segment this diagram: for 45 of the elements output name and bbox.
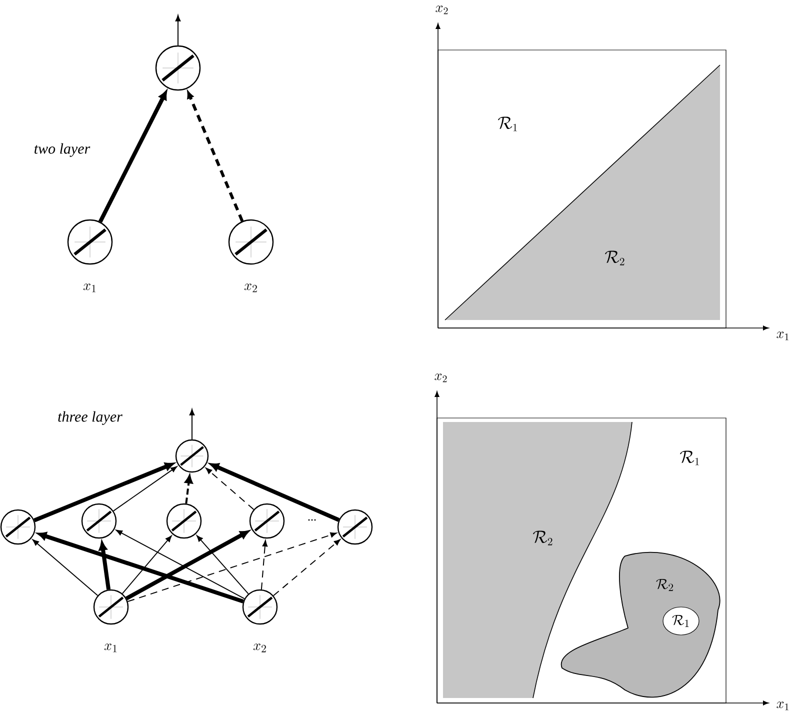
axis-label: $x_2$	[436, 6, 448, 14]
arrow	[260, 540, 268, 590]
arrow	[98, 542, 111, 590]
region-label: $\mathcal{R}_1$	[680, 450, 699, 466]
neuron-circle	[242, 589, 278, 625]
neuron-circle	[155, 45, 201, 91]
neuron-circle	[0, 509, 36, 545]
ellipsis-label: ...	[308, 519, 316, 521]
region-label: $\mathcal{R}_2$	[605, 250, 624, 266]
arrow	[175, 14, 181, 46]
axis-label: $x_2$	[434, 374, 447, 382]
region-label: $\mathcal{R}_1$	[498, 116, 517, 132]
neuron-circle	[67, 219, 113, 265]
neuron-circle	[175, 439, 209, 473]
layer-label: two layer	[34, 143, 90, 157]
arrow	[184, 474, 193, 504]
arrow	[32, 539, 98, 596]
neuron-circle	[249, 503, 285, 539]
neuron-circle	[166, 503, 202, 539]
region-label: $\mathcal{R}_2$	[533, 530, 552, 546]
neuron-circle	[337, 509, 373, 545]
arrow	[34, 462, 174, 522]
arrow	[38, 532, 244, 604]
region-label: $\mathcal{R}_2$	[656, 579, 674, 591]
arrow	[112, 466, 178, 512]
input-label: $x_1$	[83, 284, 96, 292]
arrow	[98, 90, 167, 223]
arrow	[210, 463, 340, 522]
input-label: $x_1$	[104, 644, 117, 652]
neuron-circle	[81, 503, 117, 539]
region-label: $\mathcal{R}_1$	[672, 615, 689, 627]
neuron-circle	[228, 219, 274, 265]
layer-label: three layer	[58, 411, 122, 425]
input-label: $x_2$	[253, 644, 266, 652]
arrow	[122, 536, 172, 594]
axis-label: $x_1$	[776, 702, 788, 710]
neuron-circle	[93, 589, 129, 625]
arrow	[189, 408, 195, 440]
input-label: $x_2$	[244, 284, 257, 292]
arrow	[187, 91, 244, 222]
arrow	[272, 539, 340, 596]
arrow	[127, 532, 337, 602]
arrow	[196, 535, 249, 594]
arrow	[206, 468, 254, 510]
axis-label: $x_1$	[776, 332, 788, 340]
